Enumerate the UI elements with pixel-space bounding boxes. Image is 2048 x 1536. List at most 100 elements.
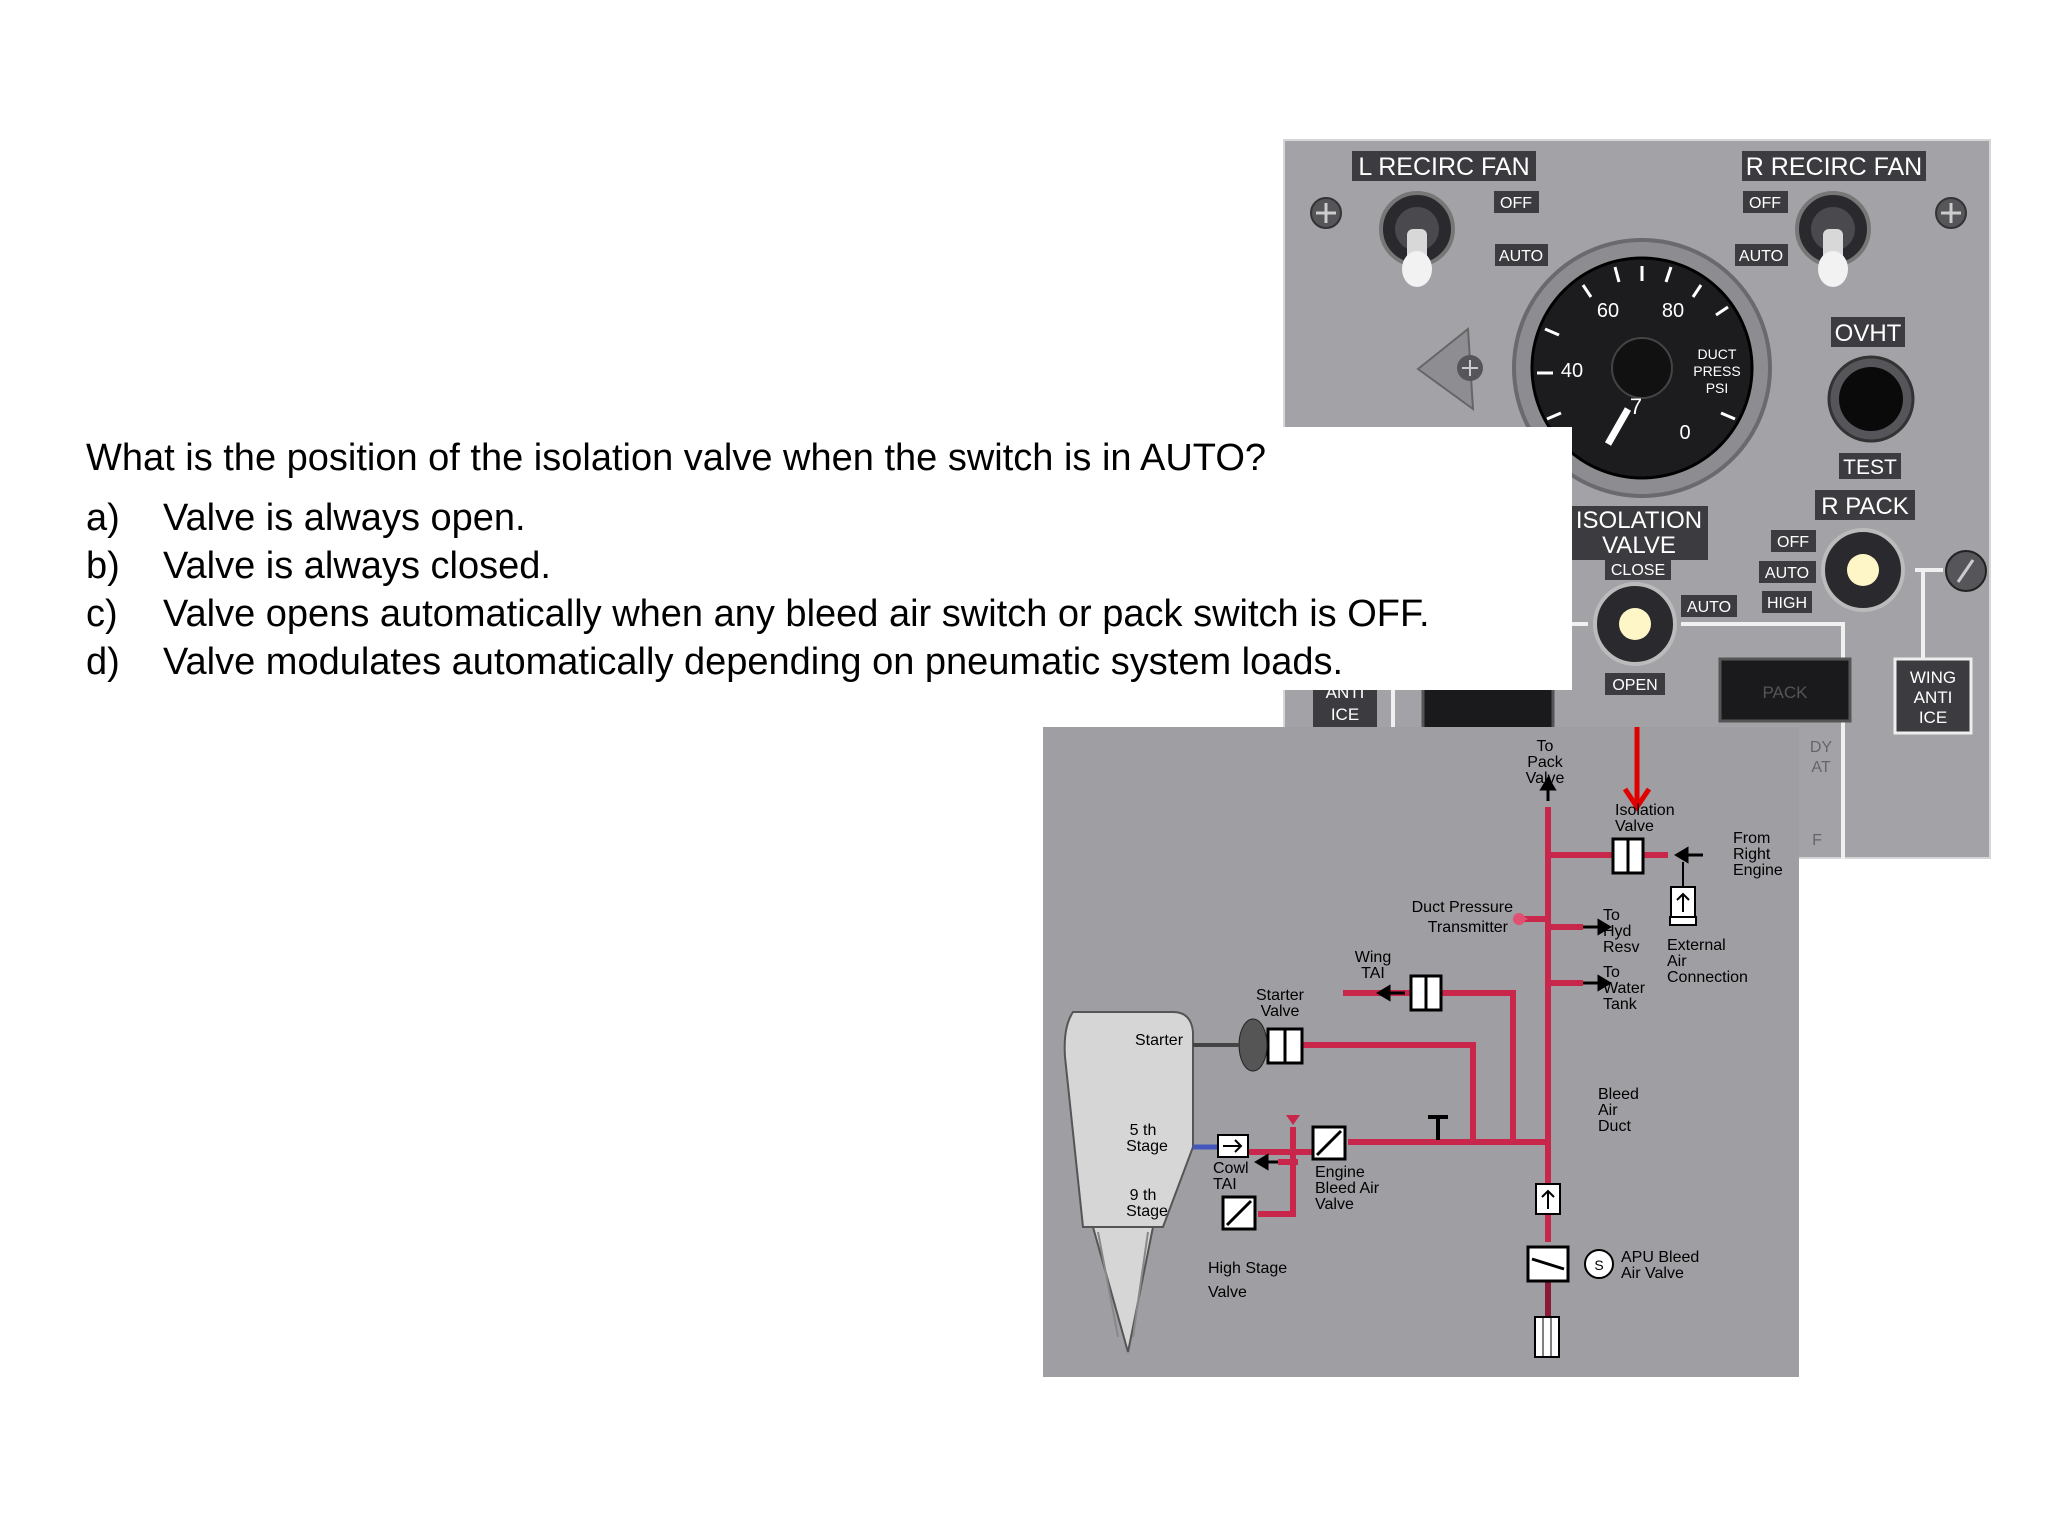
svg-text:ICE: ICE [1919, 708, 1947, 727]
svg-text:High Stage: High Stage [1208, 1260, 1287, 1277]
close-label: CLOSE [1611, 562, 1665, 579]
svg-text:Duct Pressure: Duct Pressure [1412, 899, 1513, 916]
svg-text:Transmitter: Transmitter [1428, 919, 1509, 936]
svg-text:Isolation: Isolation [1615, 802, 1675, 819]
from-right-engine-label: From Right Engine [1733, 830, 1783, 879]
svg-text:ICE: ICE [1331, 705, 1359, 724]
high-stage-valve-label: High Stage Valve [1208, 1260, 1287, 1301]
auto-label: AUTO [1739, 248, 1783, 265]
option-letter: d) [86, 641, 120, 683]
r-pack-label: R PACK [1821, 493, 1909, 520]
answer-option-c[interactable]: c)Valve opens automatically when any ble… [86, 590, 1430, 638]
svg-text:Starter: Starter [1256, 987, 1305, 1004]
option-letter: b) [86, 545, 120, 587]
option-text: Valve modulates automatically depending … [163, 641, 1344, 683]
svg-text:Bleed Air: Bleed Air [1315, 1180, 1380, 1197]
option-letter: c) [86, 593, 118, 635]
isolation-valve-label: Isolation Valve [1615, 802, 1675, 835]
screw-icon [1945, 550, 1987, 592]
wing-tai-label: Wing TAI [1355, 949, 1391, 982]
svg-text:Wing: Wing [1355, 949, 1391, 966]
svg-text:Tank: Tank [1603, 996, 1638, 1013]
svg-text:Air Valve: Air Valve [1621, 1265, 1684, 1282]
starter-label: Starter [1135, 1032, 1184, 1049]
svg-text:HIGH: HIGH [1767, 595, 1807, 612]
engine-nacelle [1063, 1011, 1194, 1228]
svg-text:Hyd: Hyd [1603, 923, 1631, 940]
isolation-valve-pointer-head [1622, 787, 1652, 812]
svg-text:APU Bleed: APU Bleed [1621, 1249, 1699, 1266]
to-water-tank-label: To Water Tank [1603, 964, 1646, 1013]
ovht-test-button[interactable] [1827, 355, 1915, 443]
l-recirc-fan-label: L RECIRC FAN [1358, 153, 1529, 181]
svg-text:40: 40 [1561, 360, 1583, 382]
svg-text:S: S [1594, 1257, 1603, 1273]
check-valve-icon [1535, 1183, 1561, 1215]
apu-icon [1534, 1316, 1560, 1358]
svg-text:5 th: 5 th [1130, 1122, 1157, 1139]
svg-text:Connection: Connection [1667, 969, 1748, 986]
svg-text:AT: AT [1811, 759, 1830, 776]
r-pack-switch[interactable] [1821, 528, 1905, 612]
external-air-connection-label: External Air Connection [1667, 937, 1748, 986]
fifth-stage-label: 5 th Stage [1126, 1122, 1168, 1155]
isolation-valve-label-2: VALVE [1602, 532, 1676, 559]
svg-text:Engine: Engine [1733, 862, 1783, 879]
svg-text:80: 80 [1662, 300, 1684, 322]
screw-icon [1310, 197, 1342, 229]
test-label: TEST [1843, 456, 1897, 479]
svg-text:7: 7 [1630, 394, 1642, 419]
svg-text:Resv: Resv [1603, 939, 1639, 956]
t-fitting-icon [1428, 1115, 1448, 1140]
svg-text:Pack: Pack [1527, 754, 1564, 771]
isolation-valve-icon [1611, 837, 1645, 875]
r-recirc-fan-switch[interactable] [1795, 191, 1871, 287]
svg-text:Bleed: Bleed [1598, 1086, 1639, 1103]
wing-anti-ice-label: WING [1910, 668, 1956, 687]
starter-icon [1193, 1018, 1268, 1072]
svg-text:AUTO: AUTO [1765, 565, 1809, 582]
svg-text:Right: Right [1733, 846, 1771, 863]
wing-tai-valve-icon [1409, 974, 1443, 1012]
r-recirc-fan-label: R RECIRC FAN [1746, 153, 1922, 181]
high-stage-valve-icon [1221, 1195, 1257, 1231]
svg-text:9 th: 9 th [1130, 1187, 1157, 1204]
screw-icon [1935, 197, 1967, 229]
svg-text:Cowl: Cowl [1213, 1160, 1249, 1177]
svg-text:Valve: Valve [1526, 770, 1565, 787]
apu-bleed-air-valve-icon: S [1526, 1245, 1614, 1283]
svg-text:Duct: Duct [1598, 1118, 1631, 1135]
bleed-air-duct-label: Bleed Air Duct [1598, 1086, 1639, 1135]
svg-text:OFF: OFF [1777, 534, 1809, 551]
starter-valve-label: Starter Valve [1256, 987, 1305, 1020]
isolation-valve-label-1: ISOLATION [1576, 507, 1702, 534]
option-text: Valve is always closed. [163, 545, 551, 587]
question-text: What is the position of the isolation va… [86, 437, 1267, 479]
bleed-air-schematic: S To Pack Valve Isolation Valve From Rig… [1043, 727, 1799, 1377]
question-box [0, 427, 1572, 690]
pack-annunciator: PACK [1762, 683, 1808, 702]
duct-pressure-transmitter-label: Duct Pressure Transmitter [1412, 899, 1513, 936]
ninth-stage-label: 9 th Stage [1126, 1187, 1168, 1220]
to-pack-valve-label: To Pack Valve [1526, 738, 1565, 787]
isolation-valve-switch[interactable] [1593, 582, 1677, 666]
svg-text:Stage: Stage [1126, 1138, 1168, 1155]
off-label: OFF [1749, 195, 1781, 212]
engine-bleed-air-valve-icon [1311, 1125, 1347, 1161]
svg-text:External: External [1667, 937, 1726, 954]
svg-text:Water: Water [1603, 980, 1646, 997]
l-recirc-fan-switch[interactable] [1379, 191, 1455, 287]
svg-text:Valve: Valve [1261, 1003, 1300, 1020]
svg-text:DUCT: DUCT [1698, 346, 1737, 362]
svg-text:To: To [1603, 907, 1620, 924]
answer-option-a[interactable]: a)Valve is always open. [86, 494, 1430, 542]
svg-text:TAI: TAI [1213, 1176, 1237, 1193]
svg-text:Valve: Valve [1615, 818, 1654, 835]
auto-label: AUTO [1499, 248, 1543, 265]
svg-text:PSI: PSI [1706, 380, 1729, 396]
check-valve-icon [1669, 862, 1697, 926]
answer-option-d[interactable]: d) Valve modulates automatically dependin… [86, 638, 1430, 686]
answer-list: a)Valve is always open. b) Valve is alway… [86, 494, 1430, 686]
answer-option-b[interactable]: b) Valve is always closed. [86, 542, 1430, 590]
screw-icon [1457, 355, 1483, 381]
